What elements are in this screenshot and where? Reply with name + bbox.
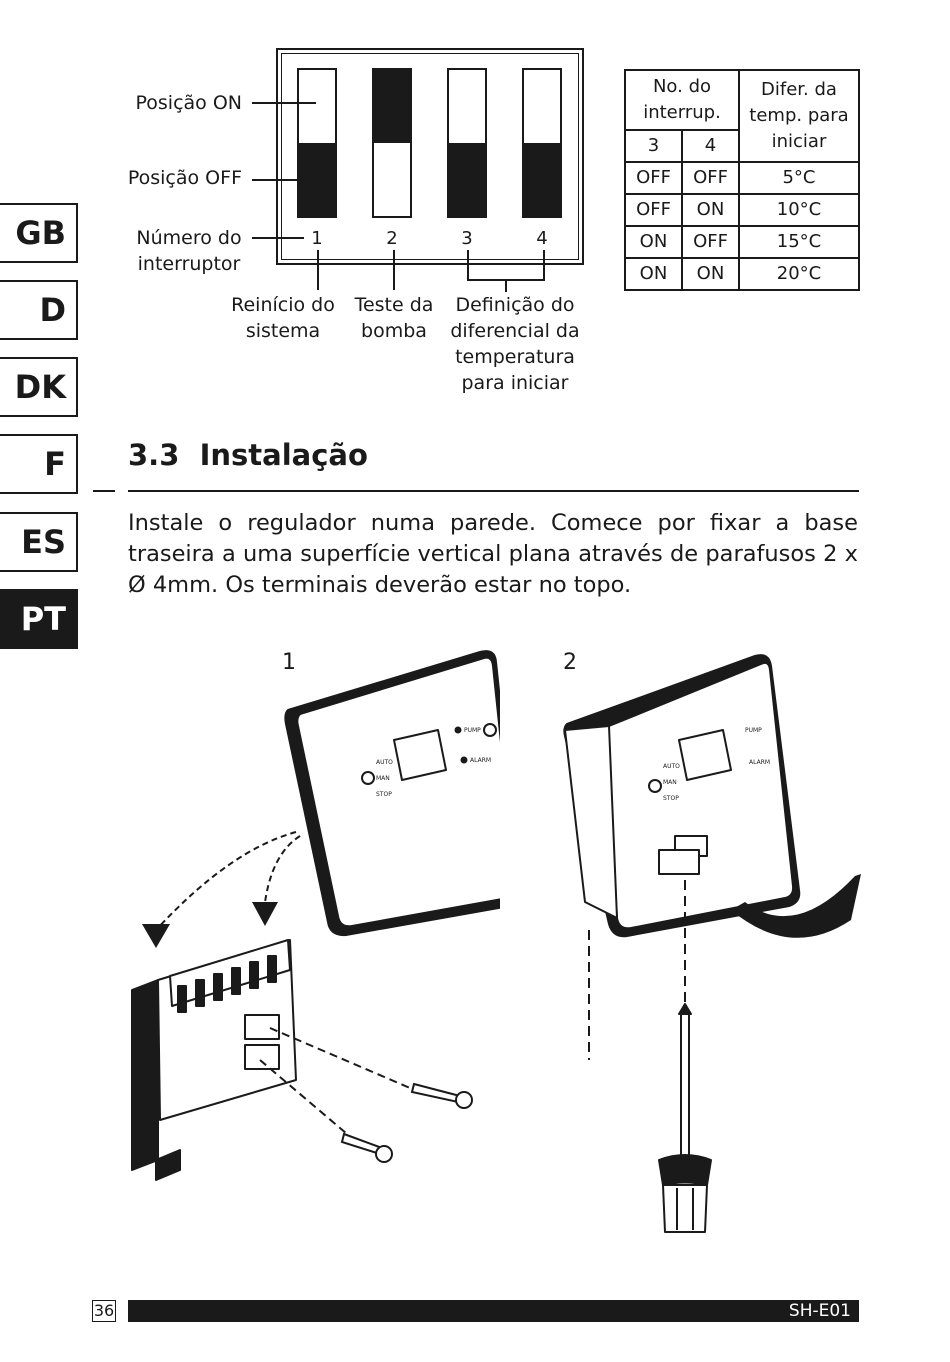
device-alarm-label: ALARM	[470, 757, 491, 764]
table-cell: ON	[624, 257, 683, 291]
footer-bar: SH-E01	[128, 1300, 859, 1322]
table-subheader-4: 4	[681, 129, 740, 163]
table-header-differential: Difer. da temp. para iniciar	[738, 69, 860, 163]
heading-rule-left	[93, 490, 115, 492]
dip-switch-block	[276, 48, 584, 265]
section-title: 3.3 Instalação	[128, 438, 368, 472]
lang-tab-dk[interactable]: DK	[0, 357, 78, 417]
lang-tab-label: PT	[20, 600, 66, 638]
figure-2-number: 2	[563, 650, 577, 675]
svg-text:MAN: MAN	[663, 779, 677, 786]
switch-number-1: 1	[311, 228, 323, 249]
lang-tab-f[interactable]: F	[0, 434, 78, 494]
table-cell: 20°C	[738, 257, 860, 291]
device-stop-label: STOP	[376, 791, 392, 798]
dip-switch-4	[522, 68, 562, 218]
svg-text:PUMP: PUMP	[745, 727, 762, 734]
table-cell: 10°C	[738, 193, 860, 227]
diagram-leader-lines	[252, 102, 545, 292]
svg-text:ALARM: ALARM	[749, 759, 770, 766]
heading-rule	[128, 490, 859, 492]
lang-tab-label: DK	[14, 368, 66, 406]
device-auto-label: AUTO	[376, 759, 393, 766]
lang-tab-d[interactable]: D	[0, 280, 78, 340]
caption-system-reset: Reinício do sistema	[231, 294, 335, 342]
label-on-position: Posição ON	[135, 92, 242, 114]
lang-tab-label: D	[39, 291, 66, 329]
svg-text:STOP: STOP	[663, 795, 679, 802]
caption-pump-test: Teste da bomba	[354, 294, 434, 342]
table-cell: OFF	[624, 193, 683, 227]
table-cell: 5°C	[738, 161, 860, 195]
model-code: SH-E01	[788, 1301, 851, 1321]
table-header-switch: No. do interrup.	[624, 69, 740, 131]
device-pump-label: PUMP	[464, 727, 481, 734]
lang-tab-label: GB	[15, 214, 66, 252]
table-cell: OFF	[681, 225, 740, 259]
table-subheader-3: 3	[624, 129, 683, 163]
lang-tab-label: ES	[21, 523, 66, 561]
switch-number-3: 3	[461, 228, 473, 249]
lang-tab-es[interactable]: ES	[0, 512, 78, 572]
section-body-text: Instale o regulador numa parede. Comece …	[128, 510, 858, 598]
switch-number-4: 4	[536, 228, 548, 249]
dip-switch-1	[297, 68, 337, 218]
table-row: OFF ON 10°C	[624, 193, 860, 227]
switch-settings-table: No. do interrup. Difer. da temp. para in…	[624, 69, 860, 291]
lang-tab-pt[interactable]: PT	[0, 589, 78, 649]
table-row: OFF OFF 5°C	[624, 161, 860, 195]
table-cell: 15°C	[738, 225, 860, 259]
label-switch-number: Número do interruptor	[136, 227, 242, 275]
installation-figure-1: AUTO MAN STOP PUMP ALARM	[131, 650, 500, 1181]
table-cell: ON	[681, 193, 740, 227]
table-row: ON OFF 15°C	[624, 225, 860, 259]
dip-switch-3	[447, 68, 487, 218]
label-off-position: Posição OFF	[127, 167, 242, 189]
device-man-label: MAN	[376, 775, 390, 782]
table-cell: ON	[681, 257, 740, 291]
installation-figure-2: AUTO MAN STOP PUMP ALARM	[563, 654, 861, 1233]
svg-text:AUTO: AUTO	[663, 763, 680, 770]
switch-number-2: 2	[386, 228, 398, 249]
lang-tab-label: F	[44, 445, 66, 483]
table-cell: OFF	[681, 161, 740, 195]
table-cell: ON	[624, 225, 683, 259]
table-row: ON ON 20°C	[624, 257, 860, 291]
lang-tab-gb[interactable]: GB	[0, 203, 78, 263]
table-cell: OFF	[624, 161, 683, 195]
figure-1-number: 1	[282, 650, 296, 675]
page-number: 36	[92, 1300, 116, 1322]
dip-switch-2	[372, 68, 412, 218]
caption-temp-differential: Definição do diferencial da temperatura …	[450, 294, 580, 394]
